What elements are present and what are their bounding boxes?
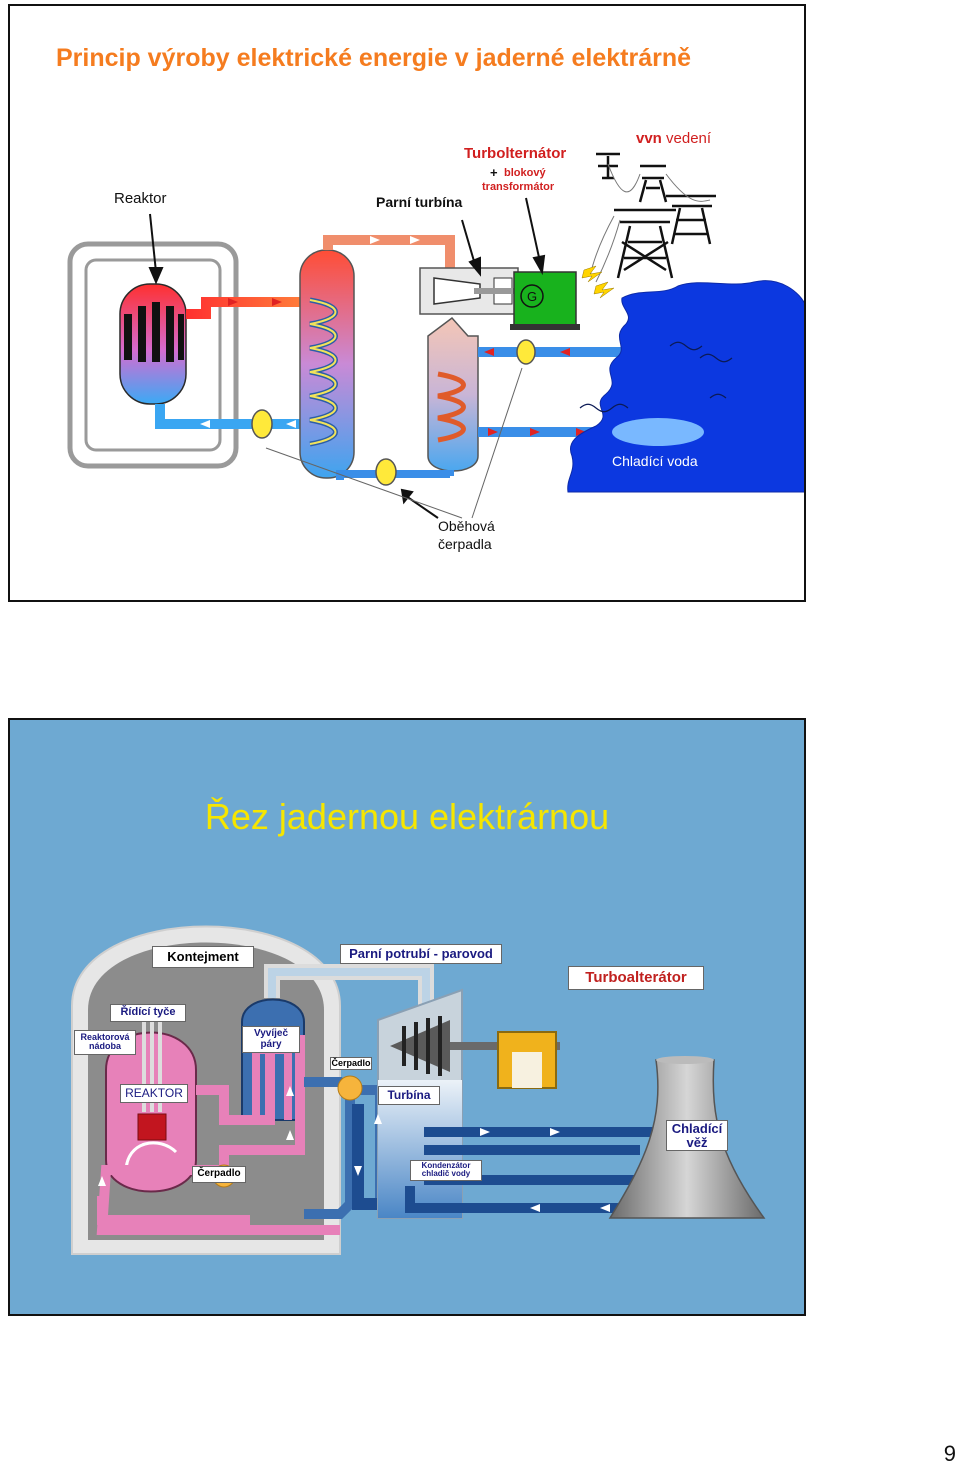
cooling-tower-label: Chladící věž [666,1120,728,1152]
condenser-label: Kondenzátor chladič vody [410,1160,482,1181]
slide-title: Řez jadernou elektrárnou [204,796,610,837]
transformer-label: transformátor [482,181,555,193]
cooling-pump-icon [516,339,536,365]
steam-generator [299,249,355,479]
steam-generator-label: Vyvíječ páry [242,1026,300,1053]
generator-label: G [527,289,537,304]
pump-bottom-label: Čerpadlo [192,1166,246,1183]
cooling-tower-label-2: věž [686,1134,708,1150]
turbine-rotor [390,1016,450,1076]
condenser-label-1: Kondenzátor [421,1161,471,1170]
steam-generator-label-2: páry [260,1038,282,1050]
steam-turbine-label: Parní turbína [376,194,463,210]
turbo-alternator-label: Turbolternátor [464,145,567,162]
reactor-label: REAKTOR [120,1084,188,1103]
slide-title: Princip výroby elektrické energie v jade… [56,44,692,72]
pump-top-label: Čerpadlo [330,1057,372,1071]
pointer-arrows [148,197,546,519]
turbo-alternator-label: Turboalterátor [568,966,704,990]
slide-principle: Princip výroby elektrické energie v jade… [8,4,806,602]
hv-line-bold: vvn [636,130,662,147]
circulation-pumps-label-2: čerpadla [438,536,492,552]
steam-turbine [419,267,519,315]
generator-icon [520,284,544,308]
reactor-vessel [119,283,187,405]
steam-generator-label-1: Vyvíječ [253,1028,289,1039]
block-label: blokový [504,167,546,179]
feed-pump-icon [375,458,397,486]
cooling-tower-label-1: Chladící [671,1121,723,1136]
flow-arrows [228,298,586,436]
pump-top-icon [337,1075,363,1101]
circulation-pumps-label-1: Oběhová [438,518,495,534]
transmission-towers [596,152,716,279]
principle-diagram: G [67,152,804,519]
condenser [427,316,479,472]
turbine-label: Turbína [378,1086,440,1105]
hv-line-rest: vedení [666,130,712,147]
reactor-vessel-label-1: Reaktorová [80,1032,130,1042]
turbo-alternator [497,1031,557,1089]
primary-pump-icon [251,409,273,439]
hv-line-label: vvn vedení [636,130,711,147]
hot-pipe [186,297,322,319]
control-rods-label: Řídící tyče [110,1004,186,1022]
primary-loop [96,1035,340,1235]
reactor-label: Reaktor [114,190,167,207]
turbo-plus: + [490,165,498,180]
reactor-vessel-label: Reaktorová nádoba [74,1030,136,1055]
generator [510,271,580,330]
cooling-water-label: Chladící voda [612,453,698,469]
steam-pipe-label: Parní potrubí - parovod [340,944,502,964]
slide-cross-section: Řez jadernou elektrárnou [8,718,806,1316]
page-number: 9 [943,1441,956,1466]
secondary-loop [304,1077,355,1219]
steam-pipe [323,235,455,268]
condenser-label-2: chladič vody [421,1169,471,1179]
reactor-vessel-label-2: nádoba [88,1041,121,1052]
containment-label: Kontejment [152,946,254,968]
